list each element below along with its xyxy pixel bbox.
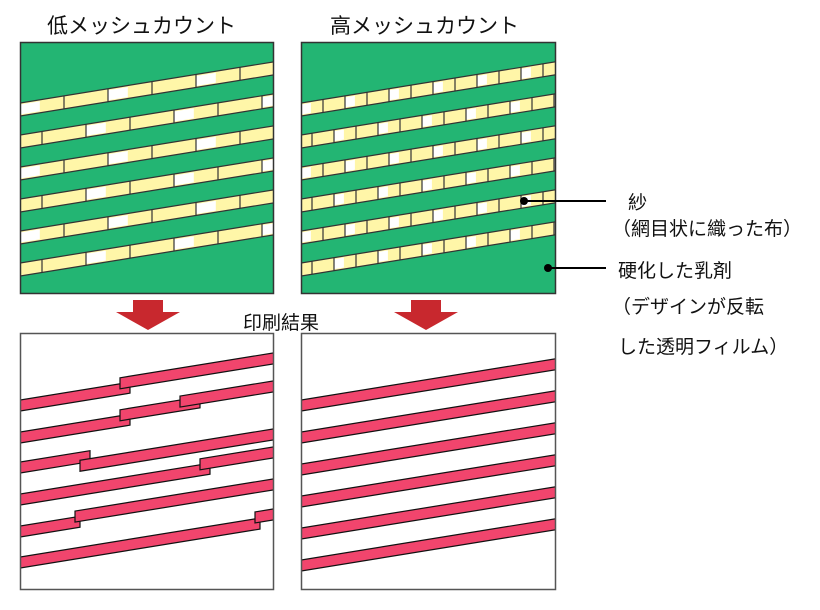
emulsion-description-2: した透明フィルム） [618, 336, 789, 358]
ink-line [302, 422, 555, 476]
high-mesh-screen [302, 43, 555, 293]
low-mesh-print-frame [19, 332, 275, 591]
mesh-hole [477, 138, 487, 150]
mesh-hole [433, 145, 443, 158]
mesh-hole [21, 101, 40, 115]
mesh-hole [510, 101, 520, 113]
ink-fragment [21, 413, 131, 444]
mesh-hole [262, 223, 273, 236]
mesh-hole [21, 229, 40, 243]
mesh-hole [21, 165, 40, 179]
low-mesh-print [21, 352, 273, 569]
print-result-title: 印刷結果 [243, 312, 320, 334]
ink-fragment [74, 478, 273, 523]
mesh-hole [422, 243, 432, 255]
emulsion-description-1: （デザインが反転 [612, 296, 765, 318]
mesh-hole [174, 172, 194, 186]
ink-line [302, 486, 555, 540]
mesh-hole [174, 236, 194, 250]
mesh-hole [433, 81, 443, 94]
ink-line [302, 518, 555, 572]
mesh-gap [21, 221, 273, 277]
mesh-hole [521, 131, 531, 143]
mesh-gap [302, 125, 555, 181]
mesh-hole [334, 257, 344, 270]
emulsion-leader-dot [544, 264, 552, 272]
mesh-hole [196, 136, 216, 150]
mesh-hole [86, 122, 106, 136]
mesh-hole [345, 95, 355, 108]
mesh-description: （網目状に織った布） [612, 218, 803, 240]
arrow-down-right [394, 300, 458, 330]
ink-fragment [21, 381, 131, 412]
mesh-hole [510, 165, 520, 177]
mesh-hole [86, 186, 106, 200]
low-mesh-title: 低メッシュカウント [47, 14, 236, 38]
mesh-hole [466, 172, 476, 184]
arrow-down-left [116, 300, 180, 330]
ink-line [302, 454, 555, 508]
ink-line [302, 390, 555, 444]
mesh-hole [510, 229, 520, 241]
mesh-hole [108, 87, 128, 101]
mesh-gap [302, 189, 555, 245]
mesh-hole [302, 230, 311, 243]
mesh-hole [302, 166, 311, 179]
mesh-hole [477, 202, 487, 214]
ink-line [302, 358, 555, 412]
mesh-hole [477, 74, 487, 86]
low-mesh-screen-frame [19, 41, 275, 295]
mesh-hole [521, 67, 531, 79]
mesh-hole [174, 108, 194, 122]
mesh-gap [21, 93, 273, 149]
mesh-label: 紗 [628, 192, 648, 214]
mesh-hole [422, 115, 432, 127]
emulsion-label: 硬化した乳剤 [618, 260, 733, 282]
low-mesh-screen [21, 43, 273, 293]
mesh-leader-dot [520, 197, 528, 205]
ink-fragment [21, 462, 211, 506]
mesh-hole [334, 193, 344, 206]
mesh-hole [262, 159, 273, 172]
high-mesh-screen-frame [300, 41, 557, 295]
mesh-hole [466, 108, 476, 120]
mesh-hole [196, 200, 216, 214]
mesh-gap [21, 157, 273, 213]
mesh-hole [433, 209, 443, 222]
ink-fragment [21, 517, 261, 569]
ink-fragment [21, 515, 81, 538]
mesh-hole [389, 216, 399, 229]
mesh-hole [334, 129, 344, 142]
mesh-hole [466, 236, 476, 248]
ink-fragment [254, 508, 273, 524]
mesh-hole [262, 95, 273, 108]
high-mesh-print-frame [300, 332, 557, 591]
ink-fragment [79, 428, 273, 472]
mesh-hole [345, 223, 355, 236]
mesh-hole [378, 250, 388, 263]
mesh-hole [108, 151, 128, 165]
high-mesh-print [302, 358, 555, 572]
mesh-hole [378, 122, 388, 135]
ink-fragment [199, 446, 273, 471]
mesh-hole [422, 179, 432, 191]
mesh-hole [389, 88, 399, 101]
mesh-hole [302, 102, 311, 115]
mesh-hole [196, 72, 216, 86]
ink-fragment [119, 352, 273, 390]
mesh-hole [108, 215, 128, 229]
mesh-gap [302, 61, 555, 117]
ink-fragment [179, 380, 273, 408]
high-mesh-title: 高メッシュカウント [330, 14, 519, 38]
mesh-hole [345, 159, 355, 172]
mesh-hole [378, 186, 388, 199]
mesh-hole [389, 152, 399, 165]
mesh-hole [86, 250, 106, 264]
